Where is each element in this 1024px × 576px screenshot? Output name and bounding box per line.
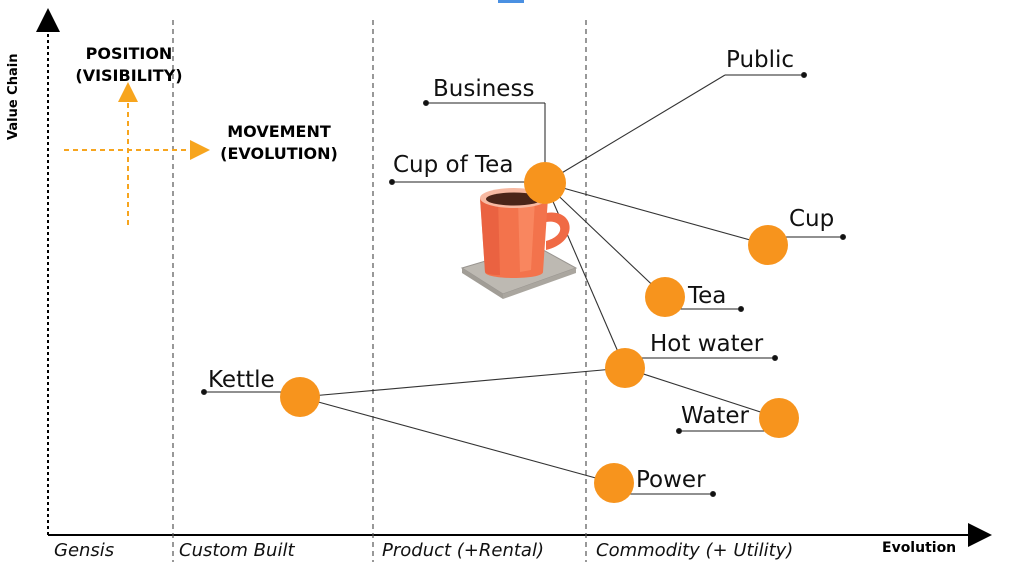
label-public: Public [726,47,795,73]
legend-position-line2: (VISIBILITY) [75,66,183,85]
legend-movement-line1: MOVEMENT [227,122,331,141]
y-axis-title: Value Chain [6,53,21,140]
legend-movement-title: MOVEMENT (EVOLUTION) [208,121,350,165]
node-power[interactable] [594,463,634,503]
leader-dot-cupoftea [389,179,395,185]
stage-genesis: Gensis [54,540,115,561]
node-cup[interactable] [748,225,788,265]
link-kettle-power [299,396,615,484]
label-cup-of-tea: Cup of Tea [393,152,514,178]
label-power: Power [636,467,706,493]
link-hotwater-kettle [299,367,626,398]
leader-dot-hotwater [772,355,778,361]
leader-dot-kettle [201,389,207,395]
label-water: Water [681,403,749,429]
leader-dot-public [801,72,807,78]
coaster-edge [462,268,503,299]
label-tea: Tea [688,283,727,309]
tea-cup-illustration [460,188,578,299]
leader-dot-cup [840,234,846,240]
label-cup: Cup [789,206,835,232]
label-business: Business [433,76,535,102]
label-hot-water: Hot water [650,331,764,357]
node-tea[interactable] [645,277,685,317]
leader-dot-tea [738,306,744,312]
node-water[interactable] [759,398,799,438]
x-axis-title: Evolution [882,540,957,556]
legend-position-line1: POSITION [85,44,173,63]
link-cupoftea-tea [544,182,666,298]
top-marker [498,0,524,3]
leader-dot-water [676,428,682,434]
node-cup-of-tea[interactable] [524,162,566,204]
node-kettle[interactable] [280,377,320,417]
cup-shade [480,198,500,275]
stage-commodity: Commodity (+ Utility) [596,540,794,561]
component-nodes [280,162,799,503]
legend-movement-line2: (EVOLUTION) [220,144,338,163]
cup-handle [546,212,570,250]
link-cupoftea-public [544,74,726,184]
node-hot-water[interactable] [605,348,645,388]
cup-highlight [518,200,535,272]
coaster-edge-right [503,268,576,299]
link-cupoftea-cup [544,182,769,246]
label-kettle: Kettle [208,367,275,393]
tea-surface [486,192,542,206]
stage-product: Product (+Rental) [382,540,544,561]
leader-dot-power [710,491,716,497]
link-lines [299,74,780,484]
legend-position-title: POSITION (VISIBILITY) [68,43,190,87]
stage-custom-built: Custom Built [179,540,295,561]
leader-dot-business [423,100,429,106]
link-hotwater-water [624,367,780,419]
